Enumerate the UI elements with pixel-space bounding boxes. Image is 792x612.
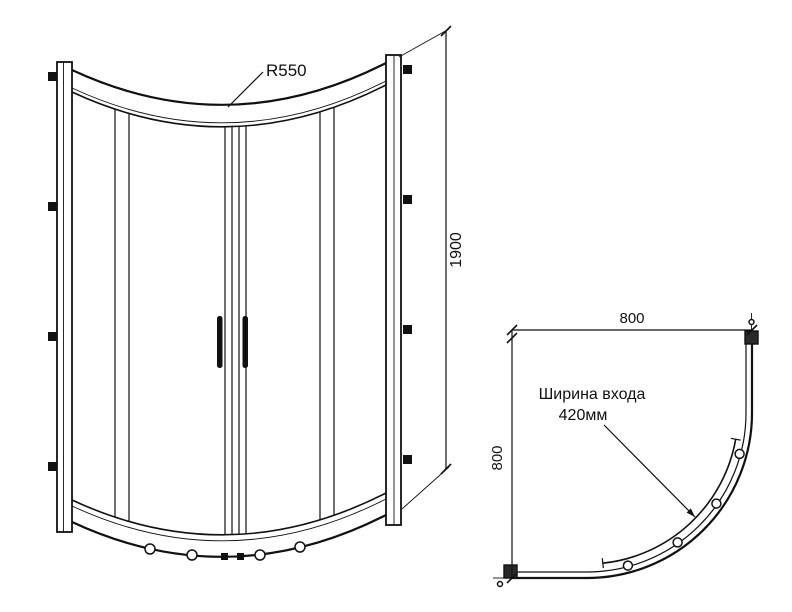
wall-bracket	[403, 455, 412, 464]
curved-front-outer-arc	[586, 412, 754, 580]
wall-bracket	[48, 72, 57, 81]
right-post	[385, 54, 402, 526]
door-foot	[221, 553, 228, 560]
height-extension-line-top	[398, 28, 450, 58]
left-post	[56, 61, 73, 533]
door-foot	[237, 553, 244, 560]
door-handle-left	[217, 316, 223, 368]
roller-wheel	[622, 560, 634, 571]
dimension-tick	[506, 332, 518, 344]
post-knob	[496, 580, 504, 588]
top-rail-outer	[71, 62, 387, 106]
wall-bracket	[403, 325, 412, 334]
wall-bracket	[403, 195, 412, 204]
entry-width-label-line2: 420мм	[559, 407, 608, 424]
front-view: R550 1900	[48, 25, 465, 561]
wall-bracket	[48, 202, 57, 211]
height-dimension-label: 1900	[448, 232, 465, 268]
door-end-tick	[730, 437, 741, 441]
curved-front-inner-arc	[586, 412, 747, 573]
roller-wheel	[294, 541, 306, 553]
radius-dimension-label: R550	[266, 61, 307, 80]
width-dimension-label: 800	[619, 310, 644, 327]
sliding-door-arc	[602, 439, 737, 564]
wall-bracket	[48, 462, 57, 471]
entry-width-label-line1: Ширина входа	[539, 386, 646, 403]
top-rail-inner	[71, 84, 387, 128]
roller-wheel	[711, 498, 722, 509]
dimension-tick	[506, 572, 518, 584]
entry-leader-arrowhead	[686, 508, 695, 517]
post-knob	[748, 318, 755, 326]
door-end-tick	[601, 558, 604, 569]
door-handle-right	[242, 316, 248, 368]
dimension-tick	[746, 324, 758, 336]
roller-wheel	[734, 448, 745, 460]
radius-leader-line	[227, 71, 264, 108]
bottom-rail-track	[71, 498, 387, 542]
entry-leader-line	[603, 424, 696, 518]
depth-dimension-label: 800	[489, 445, 506, 470]
roller-wheel	[186, 549, 198, 561]
roller-wheel	[672, 537, 683, 548]
dimension-tick	[440, 25, 452, 37]
bottom-rail-inner	[71, 492, 387, 536]
corner-post-bottom	[503, 564, 518, 579]
top-rail-track	[71, 80, 387, 124]
roller-wheel	[254, 549, 266, 561]
corner-post-top	[744, 330, 759, 345]
plan-view: 800 800 Ширина входа 420мм	[489, 310, 759, 588]
roller-wheel	[144, 543, 156, 555]
bottom-rail-outer	[71, 514, 387, 558]
wall-bracket	[48, 332, 57, 341]
dimension-tick	[440, 463, 452, 475]
wall-bracket	[403, 65, 412, 74]
